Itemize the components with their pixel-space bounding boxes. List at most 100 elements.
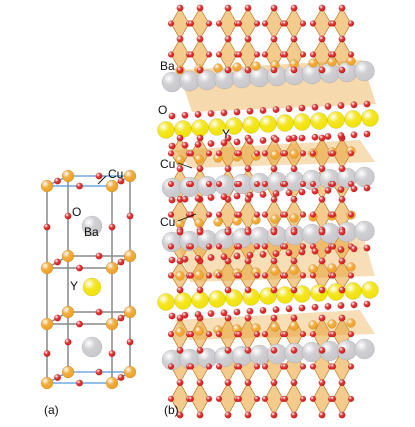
y-row-2-0 (157, 293, 175, 311)
o-vertex-39 (299, 51, 307, 58)
o-vertex-230 (235, 395, 243, 403)
atom-cu-0 (40, 179, 54, 193)
o-plane-d-13 (337, 246, 345, 254)
o-vertex-203 (205, 330, 213, 338)
o-vertex-150 (224, 228, 232, 236)
o-vertex-260 (309, 395, 317, 403)
label-b-cu-mid: Cu (160, 215, 176, 229)
atom-cu-15 (123, 365, 137, 379)
o-vertex-234 (261, 330, 269, 338)
o-plane-c-12 (324, 186, 332, 194)
o-plane-a-8 (272, 106, 280, 114)
o-vertex-56 (176, 134, 184, 142)
label-pointer-0 (177, 162, 193, 169)
o-plane-c-13 (337, 186, 345, 194)
atom-o-10 (53, 314, 62, 322)
o-plane-c-5 (233, 192, 241, 200)
y-row-1-1 (174, 120, 192, 138)
o-plane-a-14 (350, 101, 358, 109)
o-plane-d-10 (298, 248, 306, 256)
o-vertex-223 (253, 330, 261, 338)
label-pointer-a-cu (97, 175, 107, 185)
o-vertex-49 (338, 4, 346, 12)
atom-cu-3 (123, 169, 137, 183)
atom-cu-1 (105, 179, 119, 193)
o-vertex-66 (196, 134, 204, 142)
label-a-o: O (72, 205, 82, 219)
o-vertex-191 (338, 286, 346, 294)
atom-o-7 (117, 258, 125, 266)
o-vertex-200 (167, 395, 175, 403)
y-row-1-5 (242, 116, 260, 134)
cu-plane-2-1 (194, 218, 204, 228)
o-vertex-121 (309, 180, 317, 188)
atom-o-8 (75, 320, 84, 328)
o-vertex-101 (261, 180, 269, 188)
cu-plane-4-0 (175, 327, 185, 337)
cu-plane-4-9 (346, 318, 356, 328)
o-vertex-229 (253, 395, 261, 403)
o-vertex-119 (318, 165, 326, 173)
o-vertex-14 (224, 4, 232, 12)
o-vertex-263 (347, 330, 355, 338)
o-plane-c-10 (298, 188, 306, 196)
o-vertex-145 (187, 243, 195, 250)
o-plane-a-4 (220, 109, 228, 117)
o-vertex-142 (176, 286, 184, 294)
o-vertex-197 (167, 363, 175, 370)
o-vertex-38 (290, 35, 298, 43)
o-vertex-237 (261, 363, 269, 370)
cu-plane-0-8 (327, 57, 337, 67)
o-vertex-144 (205, 243, 213, 250)
cu-plane-4-5 (270, 322, 280, 332)
o-vertex-33 (261, 51, 269, 58)
o-vertex-218 (224, 379, 232, 387)
o-vertex-264 (329, 330, 337, 338)
o-plane-b-11 (311, 133, 319, 141)
o-vertex-42 (318, 4, 326, 12)
o-plane-e-13 (337, 302, 345, 310)
o-vertex-227 (235, 363, 243, 370)
o-vertex-61 (167, 180, 175, 188)
o-vertex-155 (215, 272, 223, 279)
o-vertex-9 (187, 20, 195, 27)
o-vertex-118 (309, 150, 317, 157)
cu-plane-2-2 (213, 217, 223, 227)
o-vertex-242 (290, 314, 298, 322)
o-plane-c-8 (272, 190, 280, 198)
ba-row-1-0 (161, 71, 183, 93)
o-vertex-13 (196, 66, 204, 74)
cu-plane-1-5 (270, 150, 280, 160)
o-vertex-124 (309, 211, 317, 218)
atom-ba-upper (81, 215, 103, 237)
o-vertex-70 (205, 180, 213, 188)
o-vertex-90 (253, 180, 261, 188)
label-pointer-1 (177, 213, 197, 222)
o-plane-b-5 (233, 138, 241, 146)
o-vertex-176 (281, 272, 289, 279)
o-vertex-44 (309, 20, 317, 27)
o-plane-c-15 (363, 184, 371, 192)
atom-o-0 (75, 182, 84, 190)
o-vertex-149 (196, 286, 204, 294)
atom-o-apical-16 (43, 223, 51, 231)
o-vertex-187 (329, 243, 337, 250)
o-plane-e-15 (363, 300, 371, 308)
o-vertex-78 (215, 150, 223, 157)
label-b-o: O (158, 103, 168, 117)
o-vertex-243 (299, 330, 307, 338)
y-row-2-11 (344, 282, 362, 300)
o-plane-b-9 (285, 135, 293, 143)
cu-plane-1-1 (194, 154, 204, 164)
o-plane-b-14 (350, 131, 358, 139)
atom-o-apical-23 (126, 338, 134, 346)
cu-plane-3-6 (289, 265, 299, 275)
y-row-1-11 (344, 110, 362, 128)
o-vertex-225 (244, 346, 252, 354)
o-plane-b-6 (246, 137, 254, 145)
y-row-1-3 (208, 118, 226, 136)
atom-o-9 (95, 308, 103, 316)
atom-cu-5 (105, 261, 119, 275)
o-vertex-210 (187, 395, 195, 403)
atom-o-13 (95, 368, 103, 376)
